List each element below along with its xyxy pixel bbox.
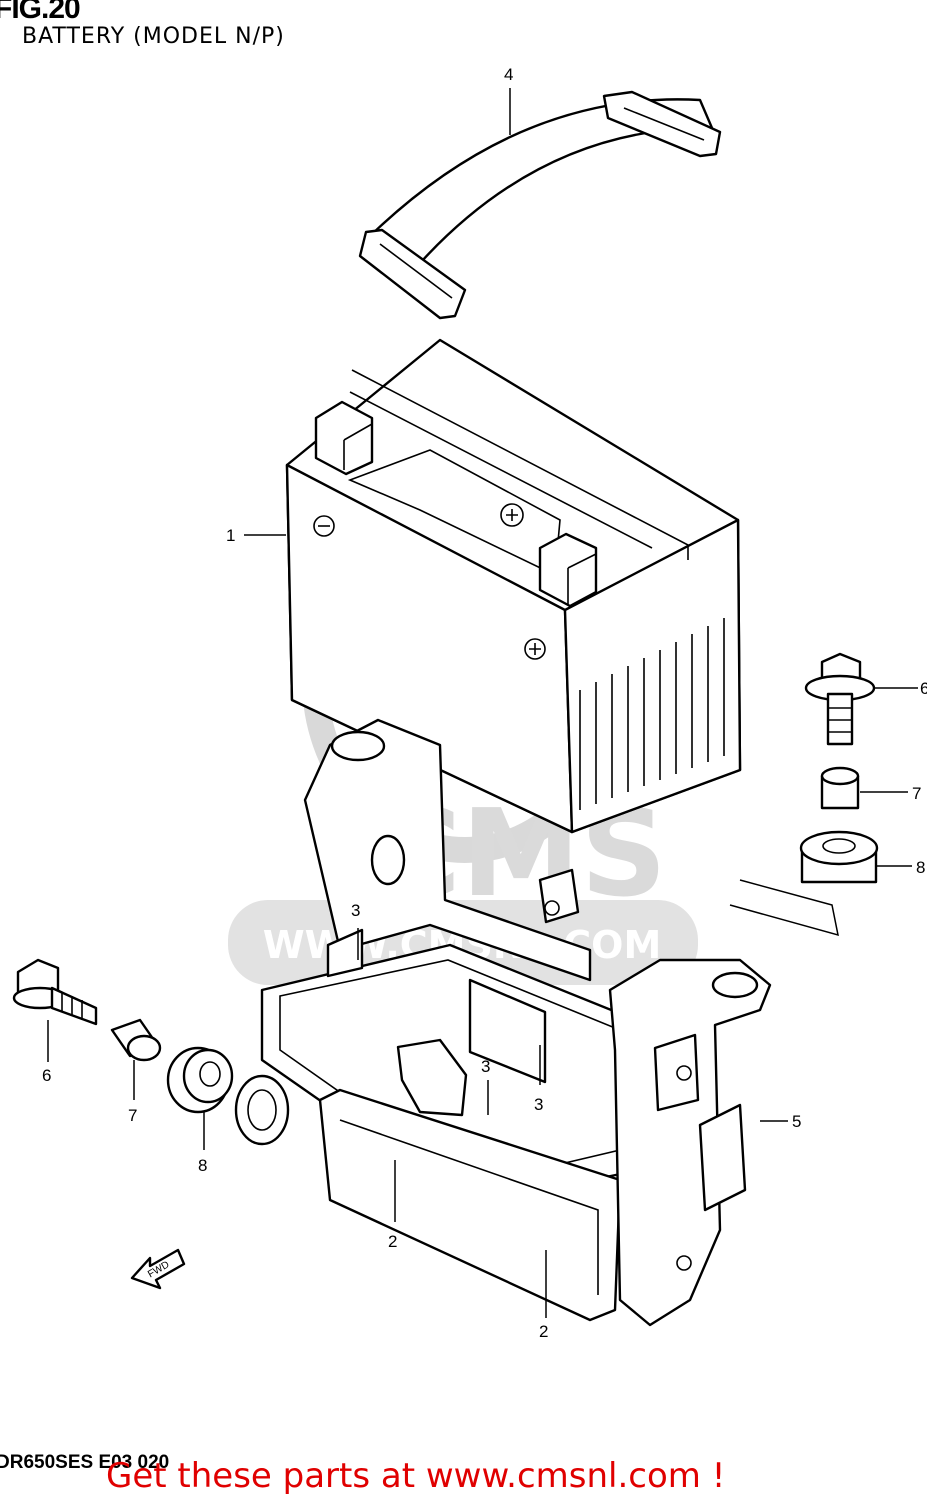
callout-6-left: 6 bbox=[42, 1066, 51, 1085]
callout-7-right: 7 bbox=[912, 784, 921, 803]
callout-3-middle: 3 bbox=[481, 1057, 490, 1076]
figure-title: FIG.20 bbox=[0, 0, 81, 25]
collar-icon bbox=[110, 1018, 162, 1062]
callout-6-right: 6 bbox=[920, 679, 927, 698]
callout-5: 5 bbox=[792, 1112, 801, 1131]
mounting-hardware-right bbox=[729, 652, 879, 937]
negative-terminal-icon bbox=[313, 515, 335, 537]
callout-2-upper: 2 bbox=[388, 1232, 397, 1251]
bolt-icon bbox=[12, 958, 98, 1026]
callout-3-right: 3 bbox=[534, 1095, 543, 1114]
callout-2-lower: 2 bbox=[539, 1322, 548, 1341]
grommet-icon bbox=[729, 830, 879, 937]
grommet-icon bbox=[166, 1046, 234, 1114]
leader-lines bbox=[47, 88, 918, 1318]
parts-banner-link[interactable]: Get these parts at www.cmsnl.com ! bbox=[106, 1456, 726, 1496]
battery-holder bbox=[234, 718, 772, 1327]
mounting-hardware-left bbox=[12, 958, 234, 1114]
callout-1: 1 bbox=[226, 526, 235, 545]
figure-subtitle: BATTERY (MODEL N/P) bbox=[22, 24, 285, 49]
positive-terminal-icon bbox=[500, 503, 546, 660]
battery bbox=[285, 338, 742, 834]
collar-icon bbox=[820, 766, 860, 810]
forward-arrow-icon: FWD bbox=[130, 1248, 186, 1290]
callout-8-right: 8 bbox=[916, 858, 925, 877]
battery-strap bbox=[358, 90, 722, 320]
callout-3-upper: 3 bbox=[351, 901, 360, 920]
bolt-icon bbox=[804, 652, 876, 746]
callout-4-strap: 4 bbox=[504, 65, 513, 84]
callout-8-left: 8 bbox=[198, 1156, 207, 1175]
drawing-code: DR650SES E03 020 bbox=[0, 1452, 170, 1473]
callout-7-left: 7 bbox=[128, 1106, 137, 1125]
